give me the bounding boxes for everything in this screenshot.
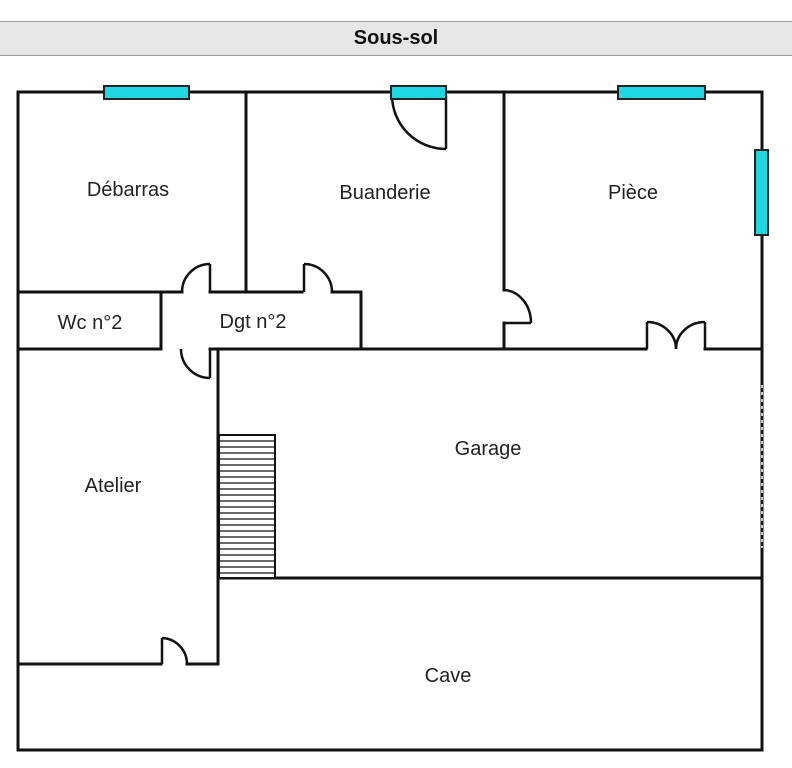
door-dgt-top-right: [302, 262, 334, 293]
door-atelier: [160, 636, 189, 665]
interior-walls: [16, 90, 764, 666]
room-label-atelier: Atelier: [85, 475, 142, 497]
room-label-cave: Cave: [425, 665, 472, 687]
door-piece-side: [503, 288, 533, 325]
windows: [103, 85, 769, 236]
floor-title: Sous-sol: [0, 21, 792, 56]
room-label-piece: Pièce: [608, 182, 658, 204]
room-label-buanderie: Buanderie: [339, 182, 430, 204]
room-label-debarras: Débarras: [87, 179, 169, 201]
room-label-dgt: Dgt n°2: [220, 311, 287, 333]
window-piece-right: [754, 149, 769, 236]
window-piece-top: [617, 85, 706, 100]
door-dgt-top-left: [180, 262, 212, 293]
window-buanderie: [390, 85, 447, 100]
window-debarras: [103, 85, 190, 100]
doors: [160, 94, 707, 665]
door-dgt-bottom: [179, 348, 212, 380]
room-label-wc: Wc n°2: [58, 312, 123, 334]
stairs: [218, 434, 276, 579]
room-label-garage: Garage: [455, 438, 522, 460]
door-buanderie: [390, 94, 448, 151]
door-piece-double: [645, 320, 707, 350]
